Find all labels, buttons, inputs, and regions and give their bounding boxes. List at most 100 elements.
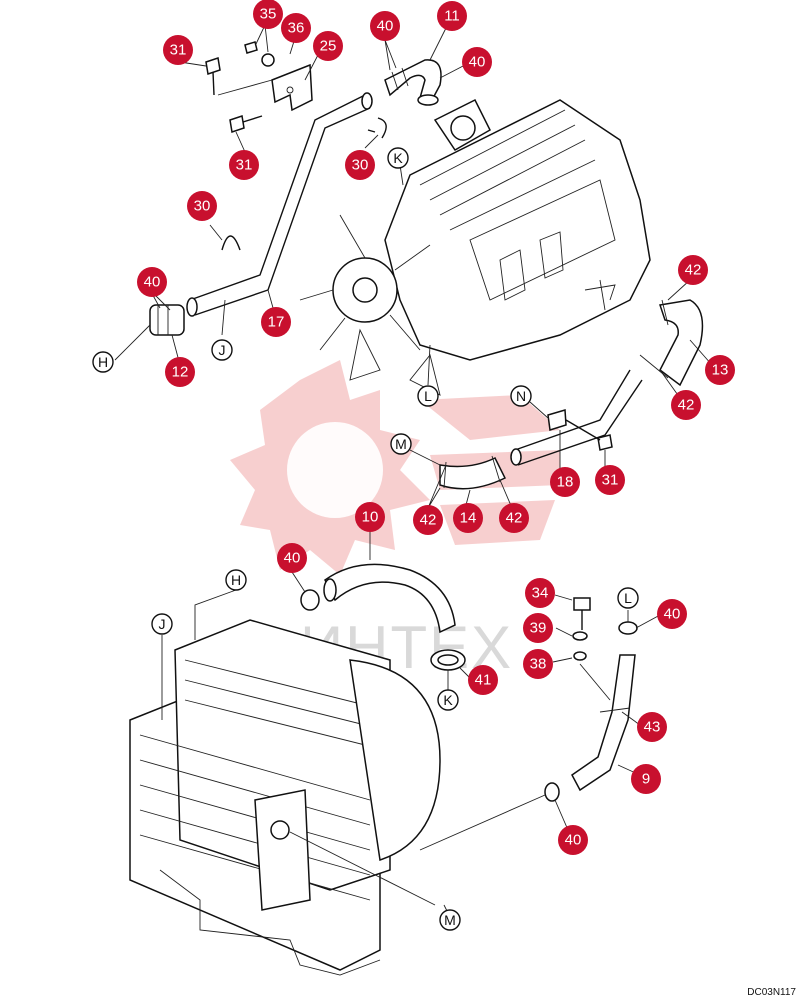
ref-label: M bbox=[395, 436, 407, 452]
callout-30-top[interactable]: 30 bbox=[345, 150, 375, 180]
ref-l-bottom[interactable]: L bbox=[617, 587, 639, 609]
callout-40-hose9-top[interactable]: 40 bbox=[657, 599, 687, 629]
callout-label: 41 bbox=[475, 672, 492, 689]
callout-40-hose11-right[interactable]: 40 bbox=[462, 47, 492, 77]
callout-label: 11 bbox=[444, 8, 460, 25]
callout-label: 40 bbox=[377, 18, 394, 35]
leader-lines bbox=[114, 24, 713, 918]
ref-m-bottom[interactable]: M bbox=[439, 909, 461, 931]
hose-11 bbox=[384, 59, 442, 106]
callout-label: 40 bbox=[469, 54, 486, 71]
callout-label: 25 bbox=[320, 38, 337, 55]
hose-10 bbox=[323, 563, 456, 634]
hose-9 bbox=[571, 654, 636, 792]
callout-39[interactable]: 39 bbox=[523, 613, 553, 643]
callout-42-hose13-bottom[interactable]: 42 bbox=[671, 390, 701, 420]
bolt-31-top bbox=[205, 57, 221, 96]
washer-38 bbox=[573, 651, 587, 661]
callout-label: 35 bbox=[260, 6, 277, 23]
radiator bbox=[129, 619, 441, 976]
ref-k-bottom[interactable]: K bbox=[437, 689, 459, 711]
ref-label: J bbox=[219, 342, 226, 358]
callout-40-hose9-bottom[interactable]: 40 bbox=[558, 825, 588, 855]
nut-35 bbox=[244, 41, 258, 54]
hose-12 bbox=[149, 304, 185, 336]
ref-k-top[interactable]: K bbox=[387, 147, 409, 169]
callout-11[interactable]: 11 bbox=[437, 1, 467, 31]
washer-36 bbox=[261, 53, 275, 67]
callout-label: 9 bbox=[642, 771, 650, 788]
callout-41[interactable]: 41 bbox=[468, 665, 498, 695]
hose-13 bbox=[639, 299, 704, 387]
leader-bolt bbox=[217, 79, 273, 96]
callout-label: 14 bbox=[460, 510, 477, 527]
callout-18[interactable]: 18 bbox=[550, 467, 580, 497]
callout-label: 31 bbox=[236, 157, 253, 174]
ref-label: L bbox=[624, 590, 632, 606]
callout-43[interactable]: 43 bbox=[637, 712, 667, 742]
callout-31-pipe18[interactable]: 31 bbox=[595, 465, 625, 495]
callout-14[interactable]: 14 bbox=[453, 503, 483, 533]
clamp-40-l bbox=[618, 621, 638, 635]
ref-l-top[interactable]: L bbox=[417, 385, 439, 407]
callout-12[interactable]: 12 bbox=[165, 357, 195, 387]
callout-38[interactable]: 38 bbox=[523, 649, 553, 679]
callout-label: 30 bbox=[194, 198, 211, 215]
clamp-40-hose10 bbox=[300, 589, 320, 611]
callout-label: 40 bbox=[144, 274, 161, 291]
callout-25[interactable]: 25 bbox=[313, 31, 343, 61]
pipe-18 bbox=[510, 369, 643, 466]
ref-h-top[interactable]: H bbox=[92, 351, 114, 373]
ref-j-top[interactable]: J bbox=[211, 339, 233, 361]
callout-label: 42 bbox=[506, 510, 523, 527]
watermark-logo bbox=[230, 360, 560, 575]
callout-label: 10 bbox=[362, 509, 379, 526]
callout-30-left[interactable]: 30 bbox=[187, 191, 217, 221]
bolt-31-pipe bbox=[565, 419, 613, 451]
bolt-34 bbox=[573, 597, 591, 630]
callout-label: 40 bbox=[664, 606, 681, 623]
callout-label: 39 bbox=[530, 620, 547, 637]
callout-label: 13 bbox=[712, 362, 729, 379]
ref-label: K bbox=[443, 692, 453, 708]
callout-36[interactable]: 36 bbox=[281, 13, 311, 43]
callout-label: 30 bbox=[352, 157, 369, 174]
callout-40-hose11-left[interactable]: 40 bbox=[370, 11, 400, 41]
callout-label: 17 bbox=[268, 314, 285, 331]
ref-label: K bbox=[393, 150, 403, 166]
callout-label: 40 bbox=[284, 550, 301, 567]
callout-9[interactable]: 9 bbox=[631, 764, 661, 794]
callout-42-hose13-top[interactable]: 42 bbox=[678, 255, 708, 285]
callout-label: 34 bbox=[532, 585, 549, 602]
ref-label: M bbox=[444, 912, 456, 928]
u-bolt-30-top bbox=[367, 117, 387, 139]
callout-42-hose14-left[interactable]: 42 bbox=[413, 505, 443, 535]
callout-label: 40 bbox=[565, 832, 582, 849]
callout-34[interactable]: 34 bbox=[525, 578, 555, 608]
callout-label: 42 bbox=[420, 512, 437, 529]
callout-31-top[interactable]: 31 bbox=[163, 35, 193, 65]
callout-31-bracket[interactable]: 31 bbox=[229, 150, 259, 180]
hose-14 bbox=[439, 455, 507, 490]
ref-label: J bbox=[159, 616, 166, 632]
callout-40-hose10[interactable]: 40 bbox=[277, 543, 307, 573]
callout-40-hose12[interactable]: 40 bbox=[137, 267, 167, 297]
washer-39 bbox=[572, 631, 588, 641]
ref-m-top[interactable]: M bbox=[390, 433, 412, 455]
callout-42-hose14-right[interactable]: 42 bbox=[499, 503, 529, 533]
ref-n[interactable]: N bbox=[510, 385, 532, 407]
engine-block bbox=[299, 98, 651, 396]
callout-35[interactable]: 35 bbox=[253, 0, 283, 29]
ref-h-bottom[interactable]: H bbox=[225, 569, 247, 591]
callout-10[interactable]: 10 bbox=[355, 502, 385, 532]
ring-41 bbox=[430, 649, 466, 671]
callout-label: 31 bbox=[602, 472, 619, 489]
callout-13[interactable]: 13 bbox=[705, 355, 735, 385]
ref-label: H bbox=[231, 572, 241, 588]
callout-17[interactable]: 17 bbox=[261, 307, 291, 337]
ref-j-bottom[interactable]: J bbox=[151, 613, 173, 635]
u-bolt-30-left bbox=[221, 235, 241, 251]
callout-label: 12 bbox=[172, 364, 189, 381]
